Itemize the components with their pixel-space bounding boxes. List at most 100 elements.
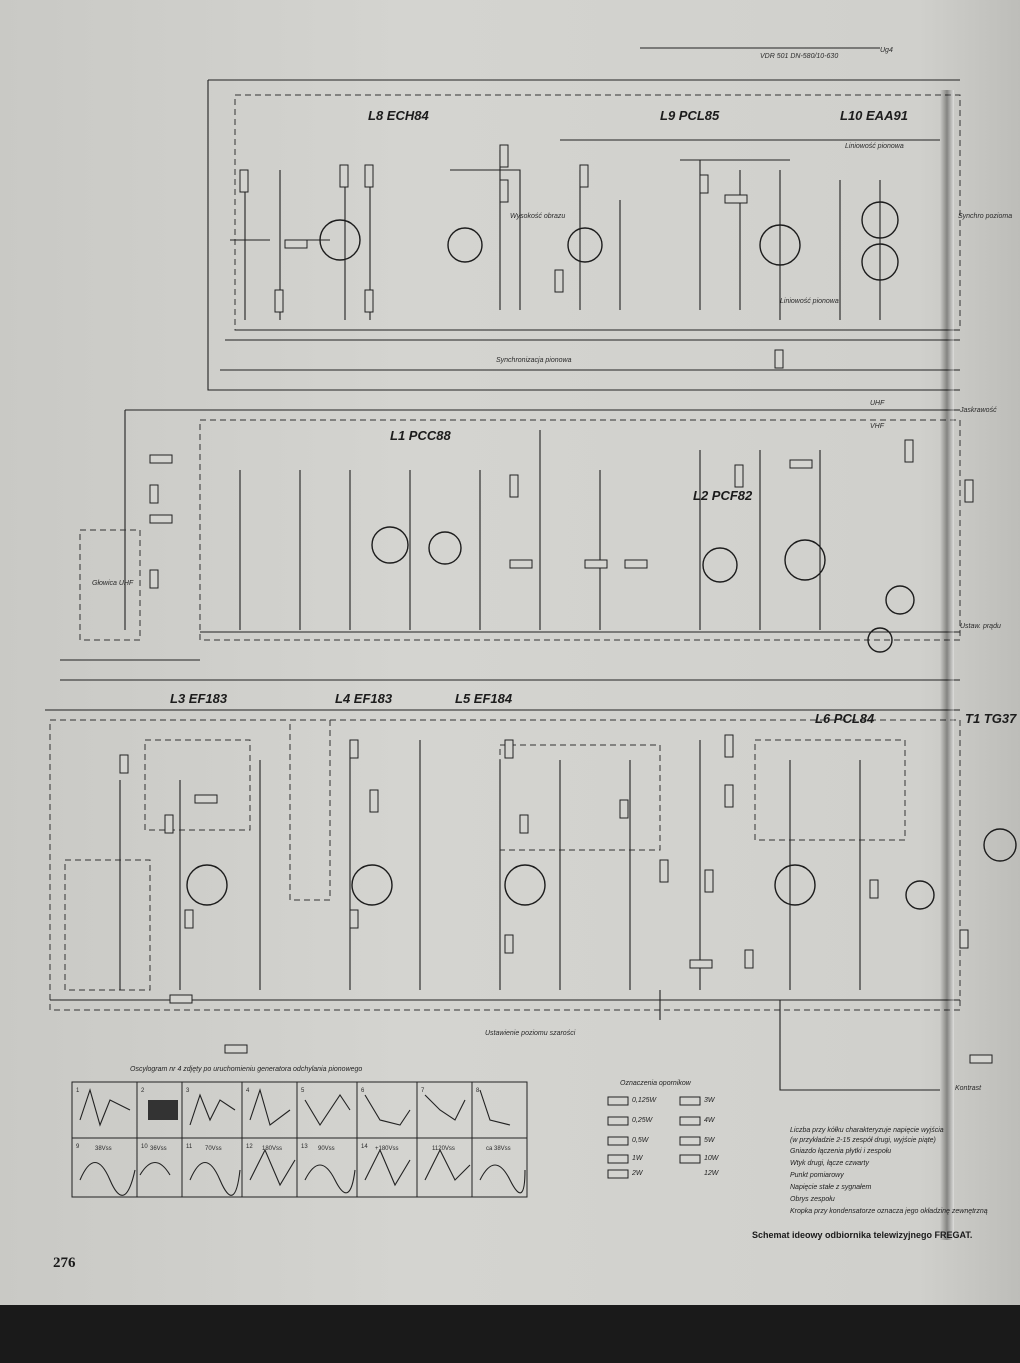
legend-item-0125w: 0,125W xyxy=(632,1097,657,1104)
tube-l9-symbol xyxy=(567,227,603,263)
annotation-liniowosc-pionowa: Liniowość pionowa xyxy=(845,143,904,150)
tube-l5-symbol xyxy=(504,864,546,906)
components xyxy=(119,144,993,1064)
osc-cell-4: 4 xyxy=(246,1088,250,1094)
transistor-t1-symbol xyxy=(983,828,1017,862)
resistor-legend-title: Oznaczenia opornikow xyxy=(620,1080,691,1087)
tube-label-l4: L4 EF183 xyxy=(335,691,393,706)
osc-value-8: ca 38Vss xyxy=(486,1146,511,1152)
osc-value-1: 38Vss xyxy=(95,1146,112,1152)
tube-l2b-symbol xyxy=(784,539,826,581)
tube-label-l2: L2 PCF82 xyxy=(693,488,753,503)
osc-cell-6: 6 xyxy=(361,1088,365,1094)
osc-cell-3: 3 xyxy=(186,1088,190,1094)
tube-label-l5: L5 EF184 xyxy=(455,691,513,706)
legend-item-5w: 5W xyxy=(704,1137,715,1144)
tube-l4-symbol xyxy=(351,864,393,906)
annotation-jaskrawosc: Jaskrawość xyxy=(959,407,997,414)
osc-cell-8: 8 xyxy=(476,1088,480,1094)
tube-label-l6: L6 PCL84 xyxy=(815,711,875,726)
scan-bottom-edge xyxy=(0,1305,1020,1363)
tube-l1b-symbol xyxy=(428,531,462,565)
annotation-vhf: VHF xyxy=(870,423,885,430)
annotation-kontrast: Kontrast xyxy=(955,1085,982,1092)
annotation-synchronizacja-pionowa: Synchronizacja pionowa xyxy=(496,357,572,364)
osc-cell-9: 9 xyxy=(76,1144,80,1150)
osc-cell-2: 2 xyxy=(141,1088,145,1094)
oscillogram-title: Oscylogram nr 4 zdjęty po uruchomieniu g… xyxy=(130,1066,363,1073)
osc-cell-7: 7 xyxy=(421,1088,425,1094)
vacuum-tubes xyxy=(186,201,1017,910)
annotation-glowica-uhf: Głowica UHF xyxy=(92,580,134,587)
annotation-liniowosc-pionowa-2: Liniowość pionowa xyxy=(780,298,839,305)
tube-l9b-symbol xyxy=(759,224,801,266)
osc-cell-10: 10 xyxy=(141,1144,148,1150)
tube-l8b-symbol xyxy=(447,227,483,263)
tube-l10a-symbol xyxy=(861,201,899,239)
lower-section-wiring xyxy=(45,709,961,1091)
neon-ne1-symbol xyxy=(867,627,893,653)
legend-item-4w: 4W xyxy=(704,1117,715,1124)
resistor-legend-symbols xyxy=(607,1096,701,1179)
oscillogram-grid xyxy=(71,1081,528,1198)
page-number: 276 xyxy=(53,1255,76,1271)
tube-l6-symbol xyxy=(774,864,816,906)
annotation-ustawienie-poziomu-szarosci: Ustawienie poziomu szarości xyxy=(485,1030,576,1037)
tube-label-l3: L3 EF183 xyxy=(170,691,228,706)
note-2: (w przykładzie 2-15 zespół drugi, wyjści… xyxy=(790,1137,936,1144)
osc-cell-13: 13 xyxy=(301,1144,308,1150)
tube-labels: L8 ECH84 L9 PCL85 L10 EAA91 L1 PCC88 L2 … xyxy=(170,108,1017,726)
page-fold-shadow xyxy=(940,90,954,1240)
annotation-ustaw-pradu: Ustaw. prądu xyxy=(960,623,1001,630)
tube-label-l10: L10 EAA91 xyxy=(840,108,908,123)
tube-l10b-symbol xyxy=(861,243,899,281)
legend-item-3w: 3W xyxy=(704,1097,715,1104)
tube-label-t1: T1 TG37 xyxy=(965,711,1017,726)
tube-l1a-symbol xyxy=(371,526,409,564)
figure-caption: Schemat ideowy odbiornika telewizyjnego … xyxy=(752,1230,973,1240)
annotation-uhf: UHF xyxy=(870,400,885,407)
legend-item-10w: 10W xyxy=(704,1155,719,1162)
legend-item-025w: 0,25W xyxy=(632,1117,653,1124)
tube-label-l8: L8 ECH84 xyxy=(368,108,429,123)
legend-item-2w: 2W xyxy=(632,1170,643,1177)
legend-item-12w: 12W xyxy=(704,1170,719,1177)
osc-value-7: 1120Vss xyxy=(432,1146,455,1152)
note-8: Kropka przy kondensatorze oznacza jego o… xyxy=(790,1208,988,1215)
tube-label-l9: L9 PCL85 xyxy=(660,108,720,123)
note-3: Gniazdo łączenia płytki i zespołu xyxy=(790,1148,892,1155)
oscillogram-labels: 1 2 3 4 5 6 7 8 9 10 11 12 13 14 38Vss 3… xyxy=(76,1088,511,1152)
annotation-synchro-pozioma: Synchro pozioma xyxy=(958,213,1012,220)
note-5: Punkt pomiarowy xyxy=(790,1172,844,1179)
osc-value-5: 90Vss xyxy=(318,1146,335,1152)
note-4: Wtyk drugi, łącze czwarty xyxy=(790,1160,869,1167)
tube-l2a-symbol xyxy=(702,547,738,583)
legend-item-1w: 1W xyxy=(632,1155,643,1162)
osc-value-2: 36Vss xyxy=(150,1146,167,1152)
annotation-ug4: Ug4 xyxy=(880,47,893,54)
osc-cell-14: 14 xyxy=(361,1144,368,1150)
schematic-annotations: Liniowość pionowa Wysokość obrazu Liniow… xyxy=(92,47,1012,1092)
tube-l8-symbol xyxy=(319,219,361,261)
tube-label-l1: L1 PCC88 xyxy=(390,428,451,443)
top-section-wiring xyxy=(207,47,961,391)
note-1: Liczba przy kółku charakteryzuje napięci… xyxy=(790,1127,944,1134)
osc-cell-5: 5 xyxy=(301,1088,305,1094)
osc-value-3: 70Vss xyxy=(205,1146,222,1152)
legend-item-05w: 0,5W xyxy=(632,1137,649,1144)
annotation-wysokosc-obrazu: Wysokość obrazu xyxy=(510,213,565,220)
osc-cell-1: 1 xyxy=(76,1088,80,1094)
annotation-vdr: VDR 501 DN-580/10-630 xyxy=(760,53,838,60)
osc-value-4: 180Vss xyxy=(262,1146,282,1152)
note-7: Obrys zespołu xyxy=(790,1196,835,1203)
osc-cell-11: 11 xyxy=(186,1144,193,1150)
tube-l6b-symbol xyxy=(905,880,935,910)
tube-l3-symbol xyxy=(186,864,228,906)
osc-cell-12: 12 xyxy=(246,1144,253,1150)
neon-ne2-symbol xyxy=(885,585,915,615)
middle-section-wiring xyxy=(60,409,961,681)
osc-value-6: +180Vss xyxy=(375,1146,399,1152)
note-6: Napięcie stałe z sygnałem xyxy=(790,1184,872,1191)
